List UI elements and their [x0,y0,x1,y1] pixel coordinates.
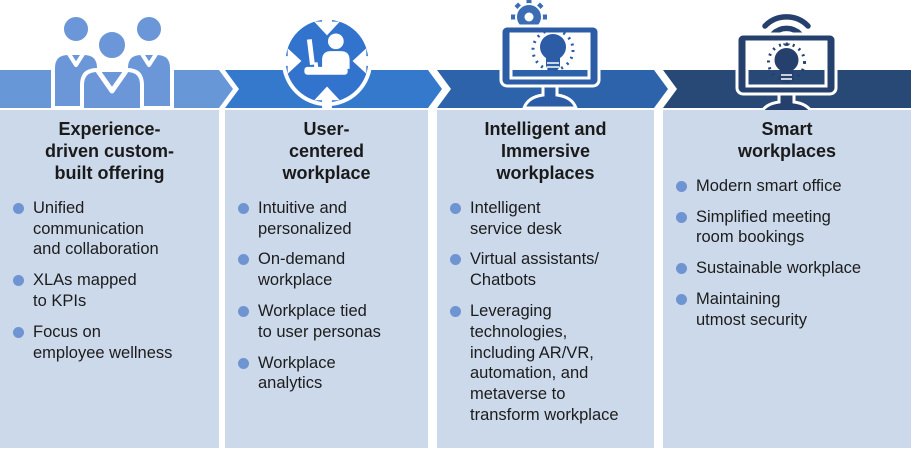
bullet-label: Leveraging technologies, including AR/VR… [470,301,619,424]
list-item: Intelligent service desk [450,198,652,240]
bullet-dot-icon [676,263,687,275]
bullet-dot-icon [13,275,24,287]
bullet-label: Modern smart office [696,176,842,195]
list-item: Workplace tied to user personas [238,301,426,343]
stage-panel-smart-workplaces: Smart workplaces Modern smart office Sim… [663,110,911,448]
bullet-list: Unified communication and collaboration … [0,198,219,363]
stage-title: Intelligent and Immersive workplaces [484,119,607,183]
list-item: Leveraging technologies, including AR/VR… [450,301,652,426]
list-item: Focus on employee wellness [13,322,217,364]
stage-panel-user-centered: User- centered workplace Intuitive and p… [225,110,428,448]
list-item: On-demand workplace [238,249,426,291]
bullet-dot-icon [450,254,461,266]
list-item: Virtual assistants/ Chatbots [450,249,652,291]
bullet-label: On-demand workplace [258,250,346,290]
list-item: Simplified meeting room bookings [676,207,909,249]
bullet-dot-icon [238,202,249,214]
bullet-label: Intelligent service desk [470,198,562,238]
user-centered-workplace-icon [272,6,382,116]
bullet-list: Intelligent service desk Virtual assista… [437,198,654,426]
bullet-list: Modern smart office Simplified meeting r… [663,176,911,331]
bullet-label: Workplace tied to user personas [258,301,381,341]
bullet-dot-icon [676,180,687,192]
stage-panel-intelligent-immersive: Intelligent and Immersive workplaces Int… [437,110,654,448]
stage-title: User- centered workplace [282,119,371,183]
list-item: Modern smart office [676,176,909,197]
list-item: Maintaining utmost security [676,289,909,331]
bullet-dot-icon [13,326,24,338]
bullet-label: Unified communication and collaboration [33,198,159,259]
bullet-dot-icon [450,305,461,317]
bullet-label: Focus on employee wellness [33,322,173,362]
smart-workplace-icon [735,12,838,112]
bullet-dot-icon [238,254,249,266]
bullet-dot-icon [13,202,24,214]
bullet-label: Sustainable workplace [696,259,862,278]
bullet-list: Intuitive and personalized On-demand wor… [225,198,428,394]
list-item: XLAs mapped to KPIs [13,270,217,312]
bullet-dot-icon [238,305,249,317]
bullet-label: Workplace analytics [258,353,336,393]
bullet-label: XLAs mapped to KPIs [33,271,137,310]
bullet-label: Simplified meeting room bookings [696,207,831,247]
list-item: Sustainable workplace [676,258,909,279]
bullet-dot-icon [676,294,687,306]
people-group-icon [51,13,174,110]
bullet-dot-icon [450,202,461,214]
stage-title: Experience- driven custom- built offerin… [44,119,175,183]
intelligent-immersive-workplace-icon [499,0,601,110]
list-item: Unified communication and collaboration [13,198,217,260]
bullet-label: Virtual assistants/ Chatbots [470,250,600,290]
bullet-label: Intuitive and personalized [258,198,352,238]
list-item: Intuitive and personalized [238,198,426,240]
list-item: Workplace analytics [238,353,426,395]
stage-panel-experience-driven: Experience- driven custom- built offerin… [0,110,219,448]
stage-title: Smart workplaces [737,119,837,161]
bullet-dot-icon [238,357,249,369]
bullet-dot-icon [676,211,687,223]
bullet-label: Maintaining utmost security [696,290,807,329]
